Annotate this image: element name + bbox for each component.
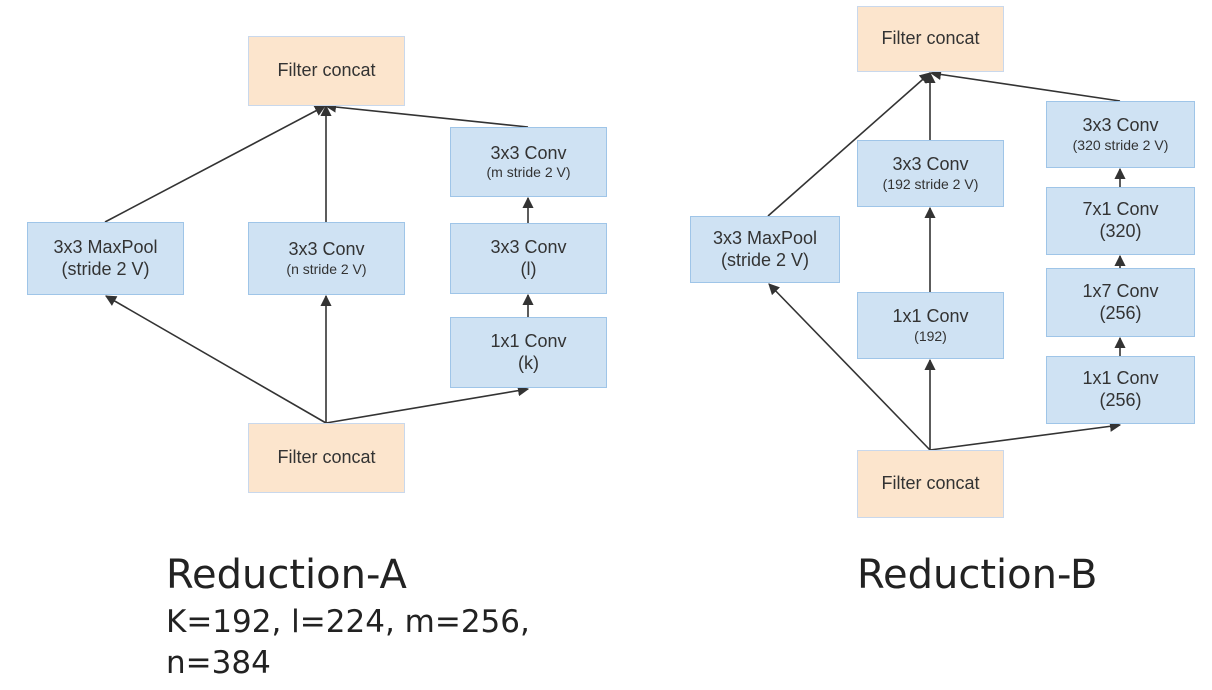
edge-a-convm-to-concat — [324, 101, 529, 128]
node-label: 1x1 Conv — [892, 306, 969, 327]
reduction-b-conv-1x7-node: 1x7 Conv (256) — [1046, 268, 1195, 337]
reduction-a-conv-m-node: 3x3 Conv (m stride 2 V) — [450, 127, 607, 197]
node-label: Filter concat — [881, 473, 980, 494]
reduction-a-title: Reduction-A — [166, 552, 407, 598]
reduction-b-maxpool-node: 3x3 MaxPool (stride 2 V) — [690, 216, 840, 283]
node-sublabel: (320) — [1099, 221, 1142, 241]
node-label: Filter concat — [881, 28, 980, 49]
node-sublabel: (256) — [1099, 390, 1142, 410]
node-label: 3x3 Conv — [490, 236, 567, 257]
node-label: 3x3 Conv — [892, 154, 969, 175]
node-sublabel: (k) — [518, 352, 539, 373]
reduction-a-maxpool-node: 3x3 MaxPool (stride 2 V) — [27, 222, 184, 295]
node-sublabel: (stride 2 V) — [61, 258, 150, 279]
reduction-b-conv-192-node: 1x1 Conv (192) — [857, 292, 1004, 359]
reduction-b-conv-7x1-node: 7x1 Conv (320) — [1046, 187, 1195, 255]
reduction-b-title: Reduction-B — [857, 552, 1098, 598]
edge-b-conv320s2-to-concat — [929, 68, 1121, 102]
edge-a-concat-to-convk — [325, 385, 530, 424]
reduction-a-params-line-1: K=192, l=224, m=256, — [166, 604, 530, 640]
reduction-a-params-line-2: n=384 — [166, 645, 271, 681]
node-label: Filter concat — [277, 60, 376, 81]
edge-a-maxpool-to-concat — [104, 105, 326, 223]
node-sublabel: (l) — [520, 258, 537, 279]
reduction-a-conv-k-node: 1x1 Conv (k) — [450, 317, 607, 388]
node-sublabel: (192) — [914, 327, 947, 344]
node-sublabel: (320 stride 2 V) — [1072, 136, 1169, 153]
node-sublabel: (n stride 2 V) — [286, 260, 367, 277]
node-label: 1x7 Conv — [1082, 280, 1159, 301]
node-label: 3x3 MaxPool — [712, 227, 818, 248]
edge-b-concat-to-conv1x1 — [929, 420, 1122, 451]
node-label: 1x1 Conv — [1082, 368, 1159, 389]
reduction-a-bottom-filter-concat: Filter concat — [248, 423, 405, 493]
reduction-b-conv-1x1-256-node: 1x1 Conv (256) — [1046, 356, 1195, 424]
node-label: 3x3 MaxPool — [53, 236, 158, 257]
node-sublabel: (192 stride 2 V) — [882, 175, 979, 192]
reduction-a-conv-l-node: 3x3 Conv (l) — [450, 223, 607, 294]
node-label: Filter concat — [277, 447, 376, 468]
node-label: 7x1 Conv — [1082, 199, 1159, 220]
reduction-a-top-filter-concat: Filter concat — [248, 36, 405, 106]
node-sublabel: (stride 2 V) — [720, 249, 810, 270]
reduction-b-bottom-filter-concat: Filter concat — [857, 450, 1004, 518]
node-label: 3x3 Conv — [288, 239, 365, 260]
reduction-b-top-filter-concat: Filter concat — [857, 6, 1004, 72]
node-label: 3x3 Conv — [1082, 115, 1159, 136]
reduction-b-conv-320-stride-node: 3x3 Conv (320 stride 2 V) — [1046, 101, 1195, 168]
reduction-b-conv-192-stride-node: 3x3 Conv (192 stride 2 V) — [857, 140, 1004, 207]
node-label: 1x1 Conv — [490, 330, 567, 351]
node-sublabel: (m stride 2 V) — [486, 164, 571, 181]
node-label: 3x3 Conv — [490, 142, 567, 163]
edge-a-concat-to-maxpool — [105, 295, 327, 424]
node-sublabel: (256) — [1099, 302, 1142, 323]
reduction-a-conv-n-node: 3x3 Conv (n stride 2 V) — [248, 222, 405, 295]
